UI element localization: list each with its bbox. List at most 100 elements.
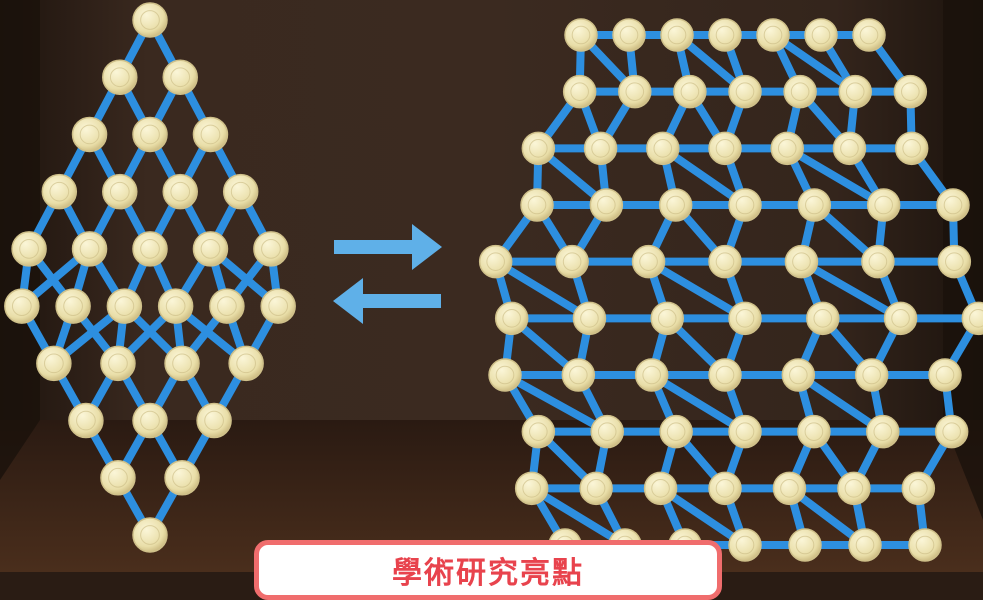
atom-ball [132, 402, 168, 439]
atom-ball [634, 358, 669, 392]
atom-ball-mesh [495, 365, 515, 385]
atom-ball [196, 402, 232, 439]
atom-ball [562, 74, 597, 109]
atom-ball [852, 18, 886, 52]
atom-ball [728, 74, 762, 109]
atom-ball [132, 231, 168, 267]
atom-ball [583, 131, 618, 166]
atom-ball-mesh [855, 535, 875, 555]
atom-ball-mesh [529, 139, 548, 158]
atom-ball [728, 414, 762, 449]
atom-ball [770, 131, 804, 166]
arrow-left-icon [333, 278, 441, 324]
atom-ball [478, 244, 513, 279]
atom-ball [222, 173, 259, 210]
atom-ball-mesh [844, 479, 864, 498]
atom-ball [658, 188, 693, 222]
atom-ball-mesh [230, 181, 251, 202]
atom-ball-mesh [735, 195, 755, 215]
atom-ball [106, 288, 143, 324]
atom-ball-mesh [502, 309, 521, 328]
atom-ball-mesh [666, 195, 685, 215]
atom-ball-mesh [236, 353, 256, 374]
atom-ball [788, 528, 822, 562]
atom-ball [36, 345, 72, 382]
atom-ball [854, 358, 889, 392]
atom-ball [797, 414, 831, 449]
caption-card: 學術研究亮點 [254, 540, 722, 600]
rod [644, 257, 749, 323]
atom-ball-mesh [140, 124, 160, 145]
atom-ball [797, 188, 832, 222]
atom-ball-mesh [586, 479, 606, 498]
atom-ball-mesh [639, 252, 658, 271]
atom-ball [708, 18, 742, 52]
atom-ball [102, 173, 138, 210]
atom-ball [253, 231, 289, 267]
atom-ball [162, 59, 198, 95]
atom-ball-mesh [114, 296, 135, 316]
atom-ball [132, 116, 168, 153]
atom-ball [659, 414, 693, 449]
left-crystal-model [4, 2, 296, 553]
atom-ball [883, 301, 918, 336]
atom-ball-mesh [140, 239, 160, 259]
atom-ball-mesh [789, 365, 808, 385]
atom-ball-mesh [642, 365, 661, 385]
atom-ball [838, 74, 872, 109]
atom-ball-mesh [580, 309, 599, 328]
atom-ball-mesh [172, 467, 192, 488]
atom-ball [164, 345, 200, 382]
atom-ball [132, 517, 168, 553]
atom-ball [646, 131, 680, 166]
rod [797, 257, 905, 323]
atom-ball [555, 244, 589, 279]
atom-ball [708, 358, 742, 392]
atom-ball-mesh [804, 422, 824, 441]
atom-ball [162, 173, 198, 210]
atom-ball [494, 301, 529, 336]
atom-ball [68, 402, 104, 439]
atom-ball [934, 414, 969, 449]
atom-ball-mesh [792, 252, 811, 271]
atom-ball [631, 244, 666, 279]
rod [527, 484, 629, 549]
atom-ball-mesh [200, 124, 221, 145]
atom-ball [708, 244, 742, 279]
atom-ball-mesh [486, 252, 505, 271]
atom-ball-mesh [597, 195, 616, 215]
atom-ball [11, 231, 47, 267]
atom-ball [521, 131, 556, 166]
atom-ball [866, 188, 901, 222]
atom-ball-mesh [217, 296, 237, 316]
atom-ball [260, 288, 296, 324]
atom-ball [781, 358, 816, 392]
atom-ball-mesh [715, 139, 735, 158]
atom-ball-mesh [140, 525, 160, 545]
atom-ball-mesh [942, 422, 961, 441]
atom-ball-mesh [170, 181, 191, 202]
rod [794, 371, 887, 436]
atom-ball-mesh [862, 365, 881, 385]
atom-ball-mesh [49, 181, 70, 202]
atom-ball-mesh [915, 535, 935, 555]
atom-ball [520, 188, 554, 222]
atom-ball-mesh [527, 195, 547, 215]
atom-ball-mesh [200, 239, 221, 259]
atom-ball [837, 471, 871, 506]
atom-ball-mesh [667, 25, 687, 45]
atom-ball-mesh [79, 124, 100, 145]
atom-ball [228, 345, 264, 382]
arrow-right-icon [334, 224, 442, 270]
atom-ball [488, 358, 522, 392]
atom-ball [157, 288, 194, 324]
atom-ball-mesh [735, 309, 755, 328]
rod [647, 371, 749, 436]
atom-ball-mesh [715, 252, 735, 271]
atom-ball [728, 528, 762, 562]
atom-ball [832, 131, 867, 166]
atom-ball [132, 2, 168, 38]
atom-ball-mesh [868, 252, 888, 271]
atom-ball-mesh [943, 195, 963, 215]
atom-ball [561, 358, 596, 392]
